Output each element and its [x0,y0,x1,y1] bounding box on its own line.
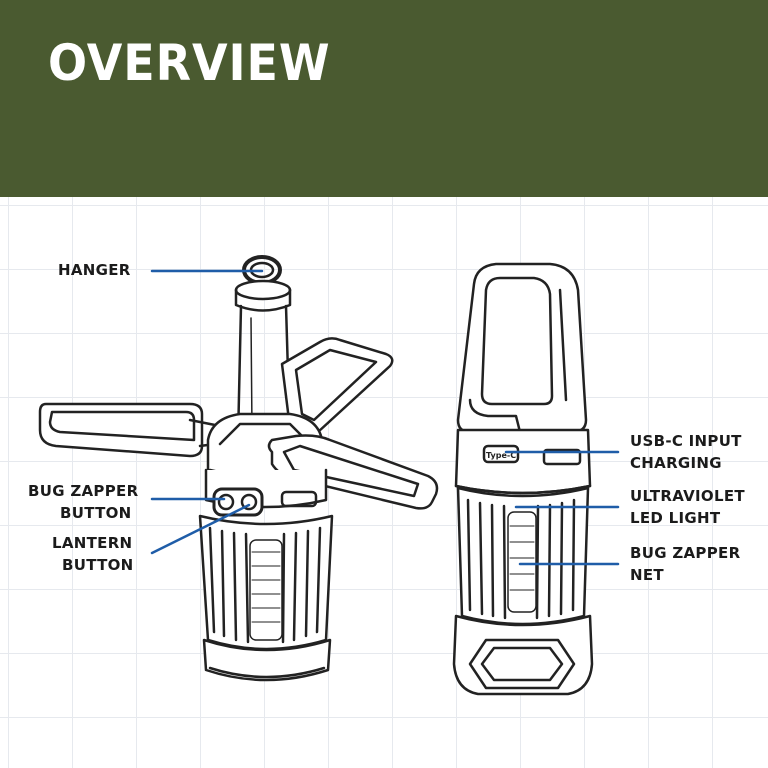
bug-zapper-button-label: BUG ZAPPER BUTTON [28,480,138,524]
page-title: OVERVIEW [48,34,331,92]
usb-c-label-line2: CHARGING [630,454,722,472]
uv-led-label-line1: ULTRAVIOLET [630,487,745,505]
bug-zapper-button-label-line1: BUG ZAPPER [28,482,139,500]
lantern-button-label-line2: BUTTON [62,556,134,574]
uv-led-label: ULTRAVIOLET LED LIGHT [630,485,745,529]
type-c-port-label: Type-C [486,451,516,460]
left-base [202,638,332,682]
header-banner: OVERVIEW [0,0,768,197]
bug-zapper-net-label-line2: NET [630,566,664,584]
bug-zapper-button-label-line2: BUTTON [60,504,132,522]
hanger-label-text: HANGER [58,261,131,279]
uv-led-label-line2: LED LIGHT [630,509,721,527]
upper-right-panel [280,337,394,438]
usb-c-label: USB-C INPUT CHARGING [630,430,742,474]
lantern-button-leader-line [150,503,251,555]
left-cage [198,514,334,651]
lantern-button-label: LANTERN BUTTON [52,532,134,576]
lantern-button-label-line1: LANTERN [52,534,133,552]
lantern-body [204,468,328,517]
bug-zapper-net-label-line1: BUG ZAPPER [630,544,741,562]
right-cage [456,486,590,626]
usb-c-label-line1: USB-C INPUT [630,432,742,450]
right-top-panel [456,262,588,434]
bug-zapper-net-label: BUG ZAPPER NET [630,542,740,586]
hanger-label: HANGER [58,259,131,281]
right-head [454,428,592,495]
left-panel [38,402,232,458]
right-base [452,614,594,696]
